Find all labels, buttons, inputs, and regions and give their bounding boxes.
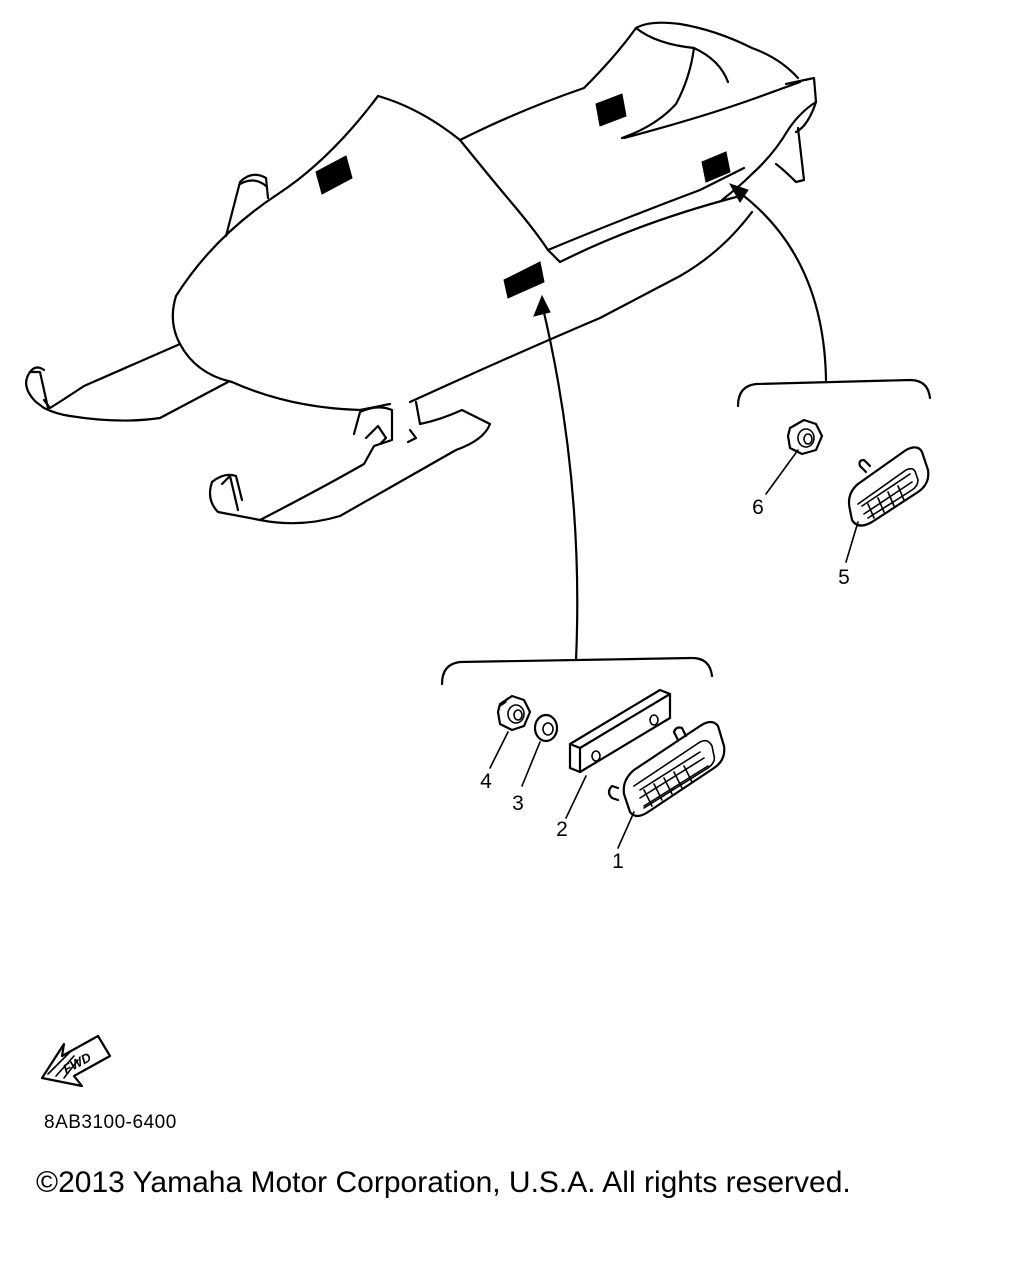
nut-front-drawing [496, 694, 532, 732]
reflector-spacer-drawing [568, 688, 672, 774]
reflector-front-drawing [607, 720, 726, 818]
reflector-rear-drawing [847, 446, 930, 527]
leader-lines [533, 183, 828, 662]
callout-6: 6 [752, 496, 764, 519]
front-reflector-parts [496, 688, 726, 818]
washer-drawing [533, 713, 559, 743]
fwd-arrow-icon: FWD [40, 1034, 112, 1088]
drawing-code: 8AB3100-6400 [44, 1112, 177, 1133]
nut-rear-drawing [786, 418, 824, 456]
callout-3: 3 [512, 792, 524, 815]
rear-reflector-parts [786, 418, 930, 527]
callout-4: 4 [480, 770, 492, 793]
callout-numbers: 1 2 3 4 5 6 [480, 496, 850, 873]
group-brackets [440, 378, 932, 686]
callout-leaders [489, 449, 859, 849]
callout-1: 1 [612, 850, 624, 873]
copyright-notice: ©2013 Yamaha Motor Corporation, U.S.A. A… [36, 1166, 851, 1199]
callout-5: 5 [838, 566, 850, 589]
callout-2: 2 [556, 818, 568, 841]
snowmobile-drawing [25, 21, 818, 525]
